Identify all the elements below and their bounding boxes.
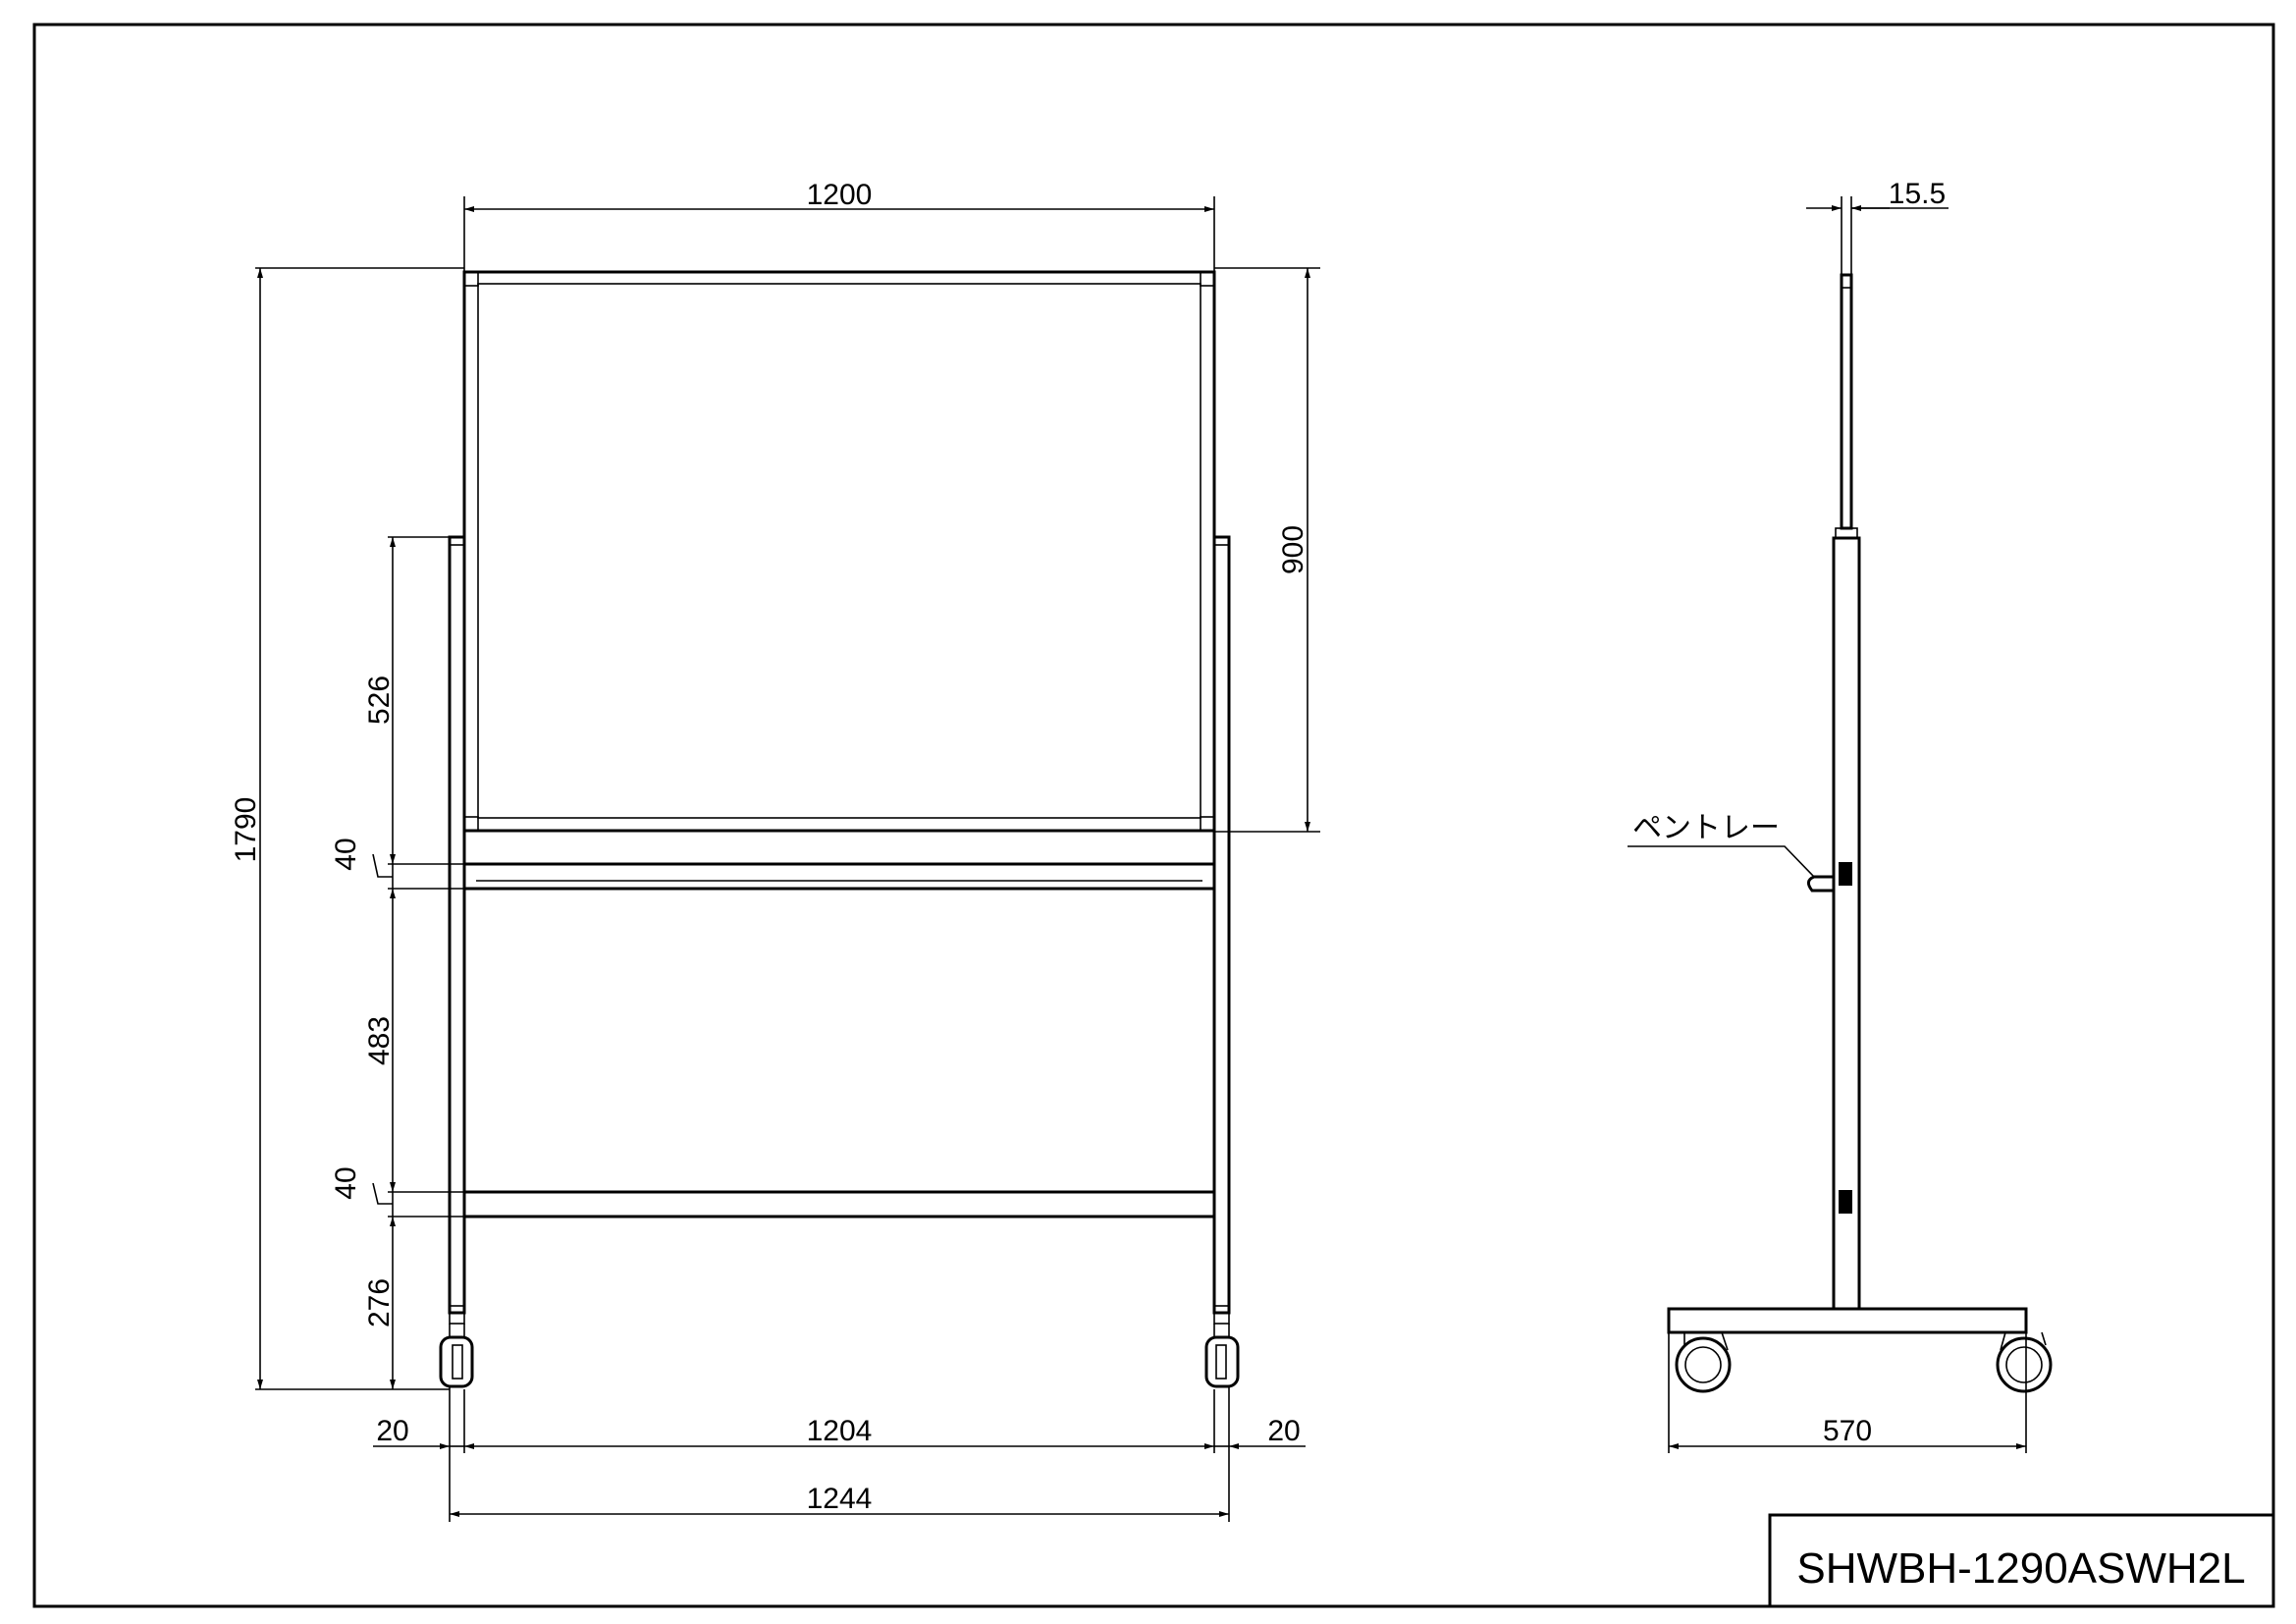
dim-inner-width: 1204: [807, 1415, 873, 1447]
left-leg: [448, 535, 466, 1315]
corner-cap: [463, 816, 479, 832]
title-block: SHWBH-1290ASWH2L: [1768, 1513, 2273, 1606]
dim-tray-height: 40: [330, 838, 362, 870]
right-leg: [1212, 535, 1231, 1315]
dim-leg-right: 20: [1267, 1415, 1300, 1447]
caster-left: [1675, 1331, 1732, 1393]
caster-right: [1996, 1331, 2053, 1393]
whiteboard-surface: [477, 283, 1201, 819]
board-edge: [1840, 273, 1853, 530]
front-view: 1200 900 1790 526 483 276: [230, 179, 1320, 1522]
bracket: [1839, 862, 1852, 886]
corner-cap: [1200, 816, 1215, 832]
model-number: SHWBH-1290ASWH2L: [1796, 1544, 2245, 1593]
dim-upper-gap: 526: [363, 676, 396, 725]
leg-socket: [449, 1305, 465, 1325]
pen-tray-side: [1807, 875, 1834, 893]
bracket: [1839, 1190, 1852, 1214]
whiteboard-frame: [462, 270, 1216, 833]
corner-cap: [1200, 271, 1215, 287]
right-caster: [1204, 1324, 1240, 1388]
side-view: 15.5 ペントレー 570: [1628, 178, 2053, 1453]
dim-board-width: 1200: [807, 179, 873, 211]
dim-board-height: 900: [1277, 525, 1309, 574]
dimension-lines: 1200 900 1790 526 483 276: [230, 179, 1320, 1522]
dim-total-height: 1790: [230, 797, 262, 863]
leg-socket: [1213, 1305, 1230, 1325]
dim-total-width: 1244: [807, 1483, 873, 1515]
side-dimension-lines: 15.5 ペントレー 570: [1628, 178, 2027, 1453]
dim-bar-height: 40: [330, 1166, 362, 1199]
dim-middle-gap: 483: [363, 1016, 396, 1065]
corner-cap: [463, 271, 479, 287]
pen-tray-label: ペントレー: [1632, 812, 1780, 844]
left-caster: [439, 1324, 474, 1388]
dim-thickness: 15.5: [1889, 178, 1946, 210]
drawing-border: [32, 23, 2275, 1608]
dim-lower-gap: 276: [363, 1278, 396, 1327]
pen-tray-bar: [462, 862, 1216, 891]
dim-base-width: 570: [1823, 1415, 1872, 1447]
lower-crossbar: [462, 1190, 1216, 1218]
dim-leg-left: 20: [376, 1415, 408, 1447]
base-bar: [1667, 1307, 2028, 1334]
